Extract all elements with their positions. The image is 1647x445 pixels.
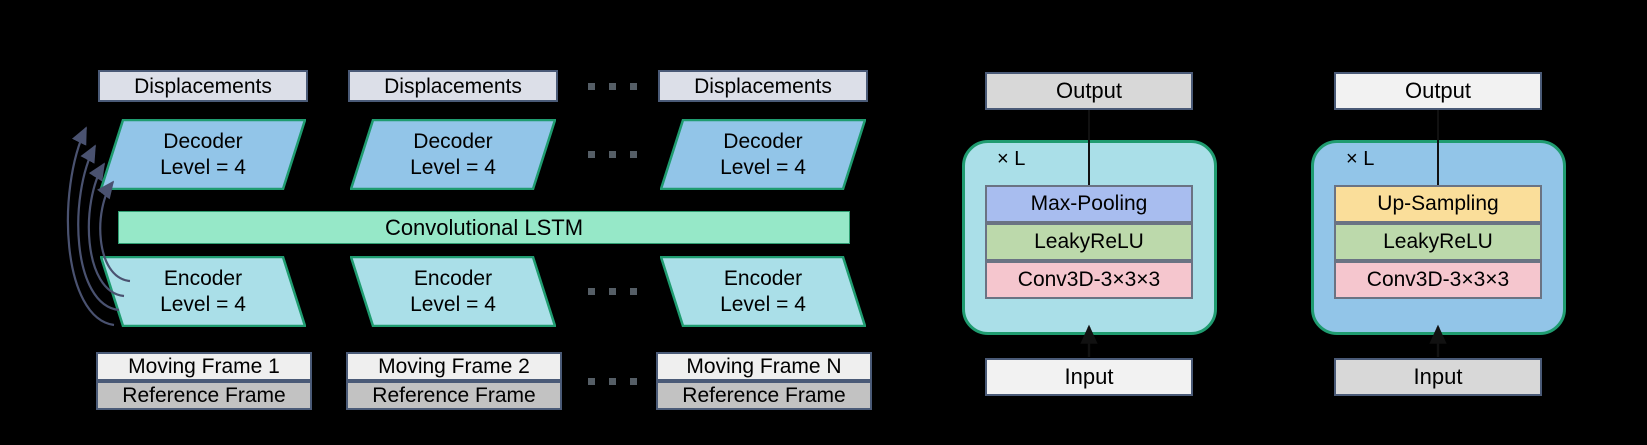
decoder-label-line2: Level = 4 — [410, 155, 496, 179]
encoder-label-line1: Encoder — [413, 266, 493, 290]
encoder-row-conv3d: Conv3D-3×3×3 — [985, 261, 1193, 299]
moving-frame-box-3: Moving Frame N — [656, 352, 872, 381]
encoder-label-line2: Level = 4 — [410, 292, 496, 316]
reference-frame-box-1: Reference Frame — [96, 381, 312, 410]
encoder-label-line1: Encoder — [163, 266, 243, 290]
encoder-shape-2 — [350, 256, 556, 327]
decoder-row-up-sampling: Up-Sampling — [1334, 185, 1542, 223]
encoder-row-leaky-relu: LeakyReLU — [985, 223, 1193, 261]
encoder-row-max-pooling: Max-Pooling — [985, 185, 1193, 223]
decoder-label-line1: Decoder — [413, 129, 493, 153]
encoder-module-input-box: Input — [985, 358, 1193, 396]
decoder-trapezoid-3: Decoder Level = 4 — [660, 119, 866, 190]
ellipsis-decoder — [588, 151, 637, 158]
displacements-box-1: Displacements — [98, 70, 308, 102]
decoder-module-repeat-label: × L — [1346, 148, 1375, 170]
moving-frame-box-1: Moving Frame 1 — [96, 352, 312, 381]
decoder-trapezoid-2: Decoder Level = 4 — [350, 119, 556, 190]
encoder-shape-3 — [660, 256, 866, 327]
displacements-box-3: Displacements — [658, 70, 868, 102]
encoder-module-repeat-label: × L — [997, 148, 1026, 170]
decoder-module-output-connector — [1437, 110, 1439, 186]
decoder-label-line2: Level = 4 — [720, 155, 806, 179]
displacements-box-2: Displacements — [348, 70, 558, 102]
encoder-module-output-connector — [1088, 110, 1090, 186]
ellipsis-displacements — [588, 83, 637, 90]
convolutional-lstm-bar: Convolutional LSTM — [118, 211, 850, 244]
decoder-label-line1: Decoder — [163, 129, 243, 153]
encoder-label-line2: Level = 4 — [720, 292, 806, 316]
reference-frame-box-3: Reference Frame — [656, 381, 872, 410]
encoder-label-line1: Encoder — [723, 266, 803, 290]
decoder-label-line2: Level = 4 — [160, 155, 246, 179]
encoder-module-output-box: Output — [985, 72, 1193, 110]
decoder-module-input-box: Input — [1334, 358, 1542, 396]
decoder-trapezoid-1: Decoder Level = 4 — [100, 119, 306, 190]
decoder-row-conv3d: Conv3D-3×3×3 — [1334, 261, 1542, 299]
encoder-label-line2: Level = 4 — [160, 292, 246, 316]
decoder-shape-3 — [660, 119, 866, 190]
encoder-trapezoid-1: Encoder Level = 4 — [100, 256, 306, 327]
moving-frame-box-2: Moving Frame 2 — [346, 352, 562, 381]
decoder-row-leaky-relu: LeakyReLU — [1334, 223, 1542, 261]
ellipsis-frames — [588, 378, 637, 385]
decoder-shape-2 — [350, 119, 556, 190]
encoder-trapezoid-3: Encoder Level = 4 — [660, 256, 866, 327]
reference-frame-box-2: Reference Frame — [346, 381, 562, 410]
decoder-module-output-box: Output — [1334, 72, 1542, 110]
encoder-trapezoid-2: Encoder Level = 4 — [350, 256, 556, 327]
decoder-label-line1: Decoder — [723, 129, 803, 153]
ellipsis-encoder — [588, 288, 637, 295]
